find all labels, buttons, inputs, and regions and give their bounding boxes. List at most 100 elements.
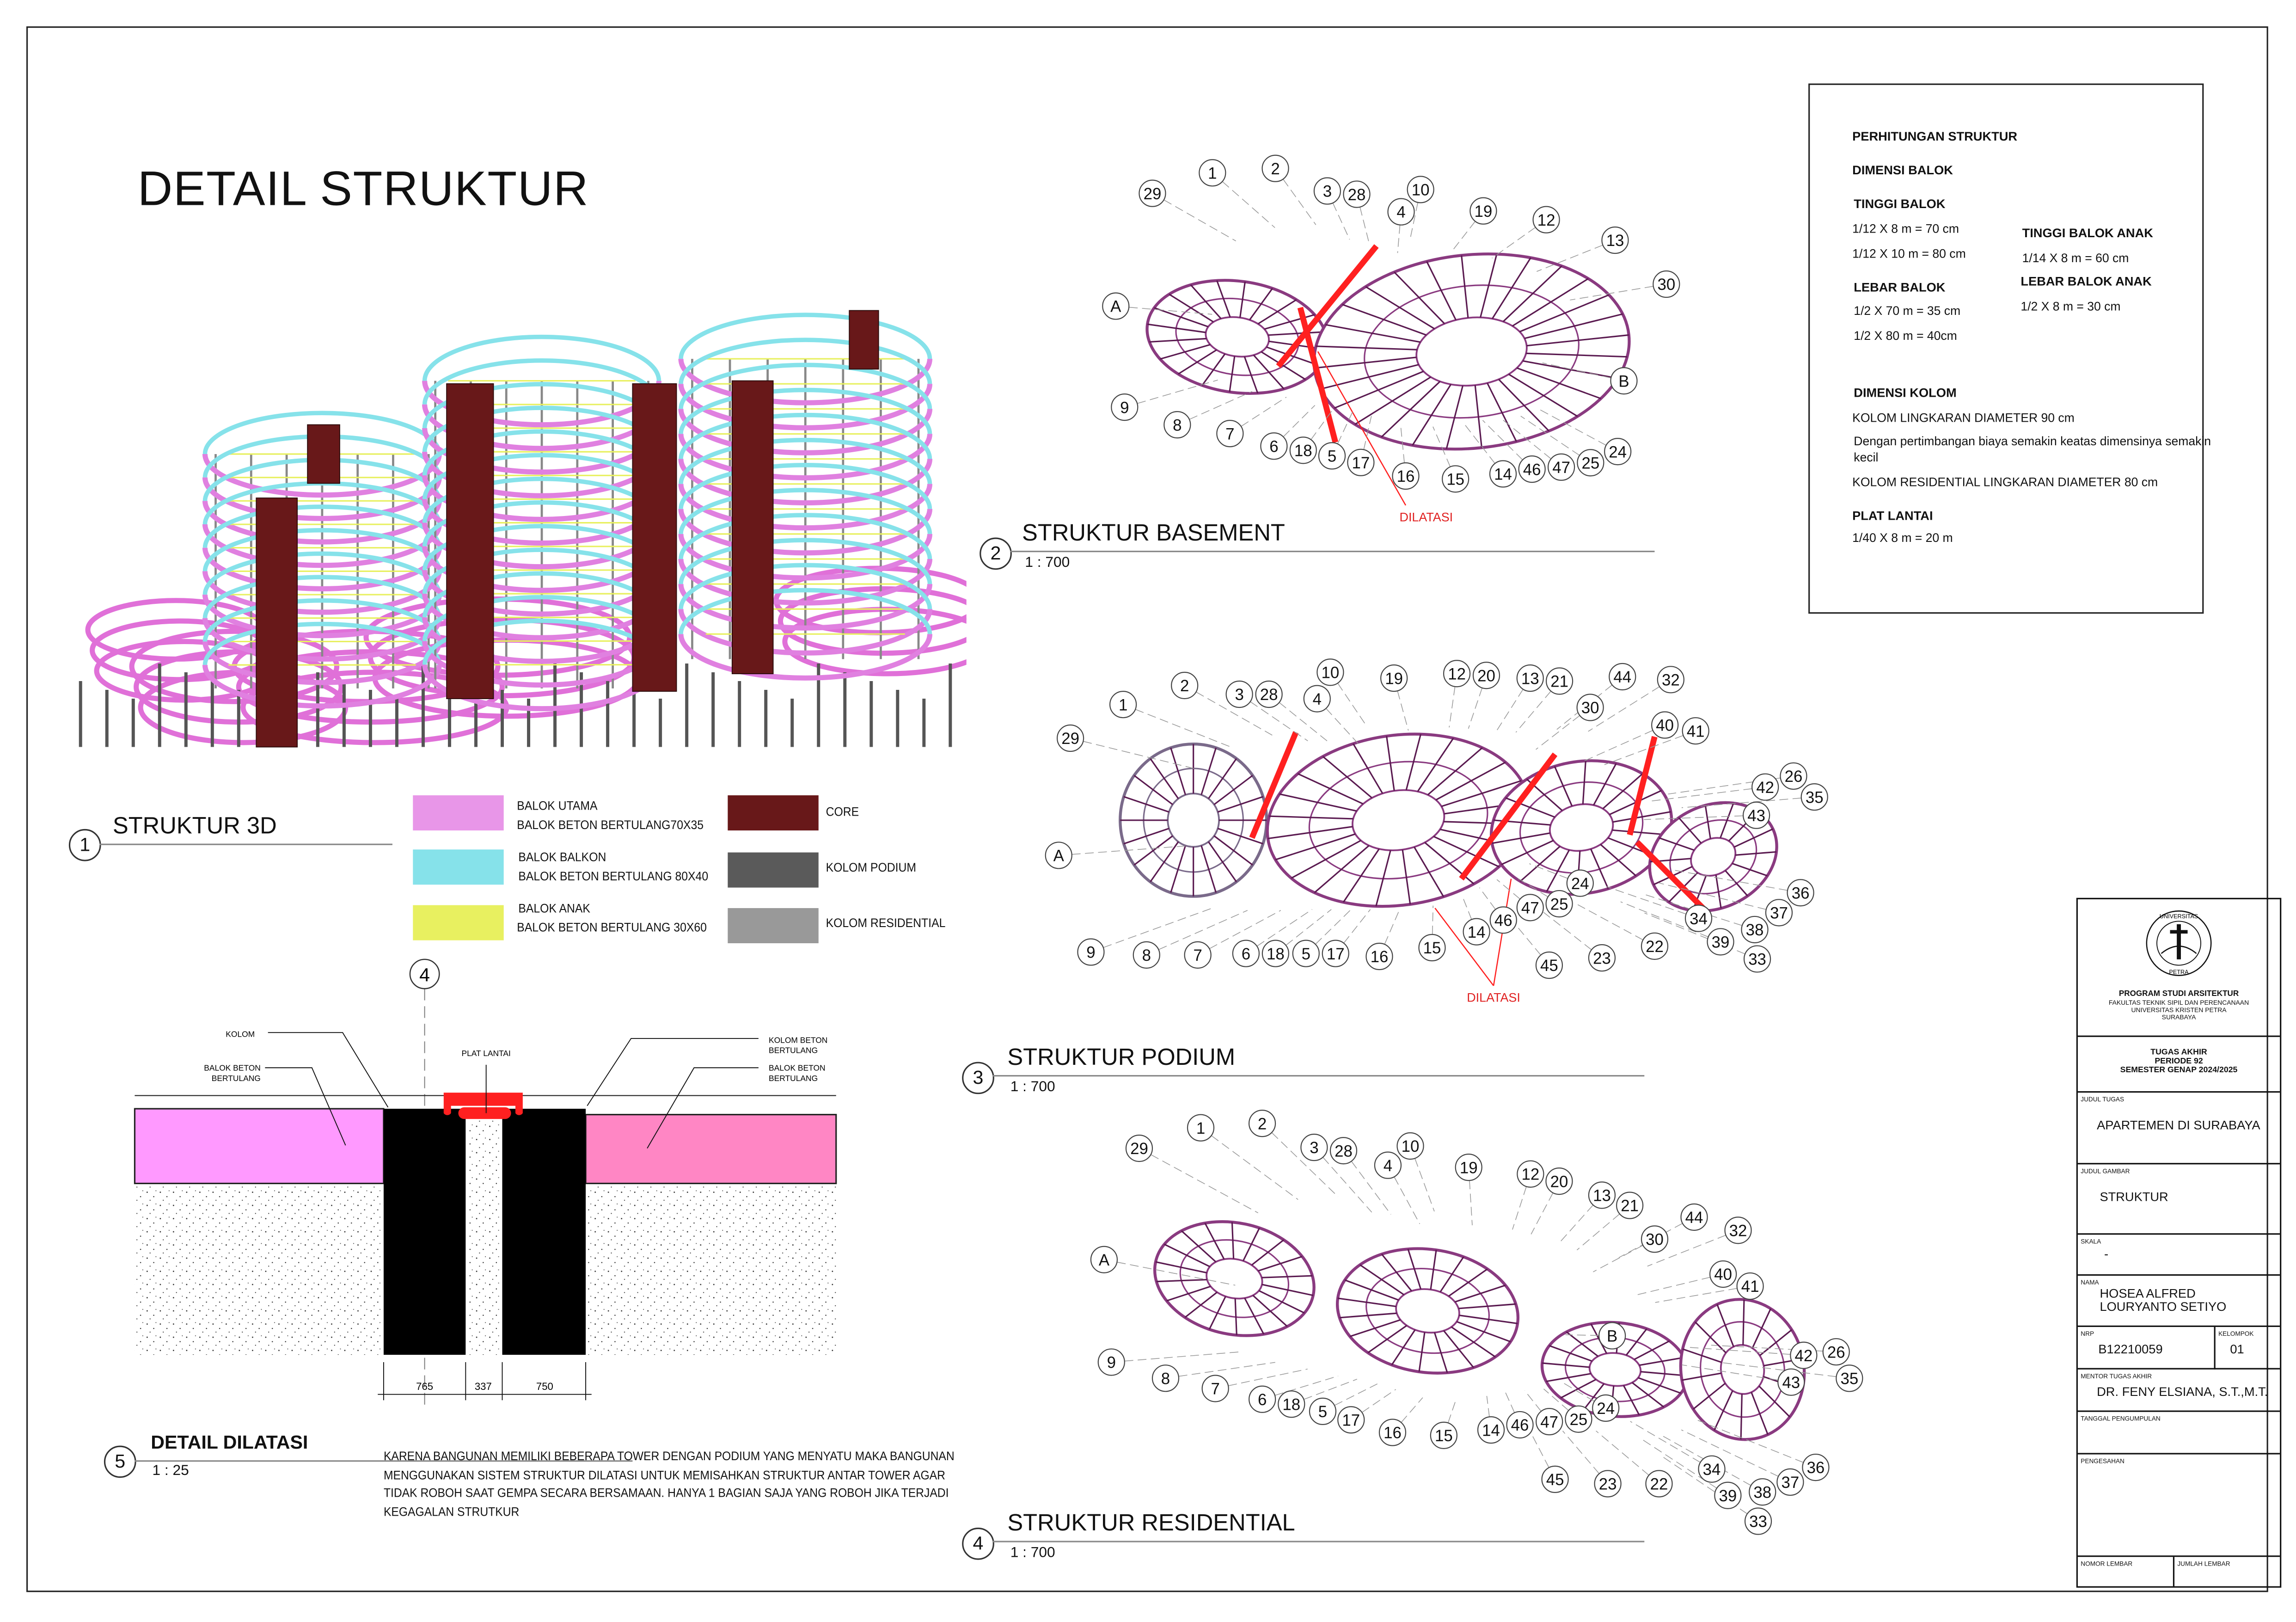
label-kolom-right: BERTULANG	[769, 1046, 818, 1055]
grid-label: B	[1618, 372, 1629, 390]
plan-beam	[1631, 1382, 1665, 1408]
grid-bubble	[1216, 420, 1244, 448]
plan-beam	[1342, 848, 1380, 903]
grid-line	[1291, 1379, 1358, 1405]
plan-beam	[1160, 344, 1211, 360]
section-scale: 1 : 700	[1025, 555, 1070, 571]
tb-skala: SKALA -	[2077, 1235, 2280, 1276]
grid-bubble	[1255, 680, 1283, 708]
grid-label: 4	[1313, 690, 1322, 708]
field-label: JUDUL TUGAS	[2081, 1095, 2125, 1103]
grid-bubble	[1261, 940, 1290, 967]
grid-bubble	[1641, 1225, 1669, 1253]
plan-beam	[1516, 367, 1601, 399]
dimension-765: 765	[416, 1381, 433, 1392]
plan-beam	[1147, 323, 1206, 333]
plan-beam	[1732, 862, 1768, 877]
calc-value: 1/12 X 10 m = 80 cm	[1852, 246, 1966, 261]
plan-beam	[1524, 313, 1623, 339]
grid-line	[1463, 423, 1504, 474]
kelompok-value: 01	[2230, 1341, 2244, 1357]
grid-bubble	[1313, 177, 1341, 205]
calc-value: 1/12 X 8 m = 70 cm	[1852, 221, 1959, 236]
plan-beam	[1443, 1330, 1475, 1368]
grid-label: 30	[1657, 276, 1675, 294]
plan-beam	[1325, 324, 1421, 343]
plan-beam	[1367, 1325, 1408, 1353]
plan-beam	[1412, 384, 1452, 446]
plan-beam	[1487, 382, 1517, 442]
grid-line	[1584, 725, 1665, 762]
grid-label: 2	[1258, 1115, 1267, 1133]
plan-beam	[1359, 1264, 1405, 1296]
grid-bubble	[1565, 1405, 1592, 1433]
core-wall	[256, 498, 298, 748]
grid-bubble	[1604, 437, 1632, 466]
grid-line	[1588, 679, 1671, 732]
grid-label: 23	[1599, 1475, 1617, 1493]
grid-line	[1262, 1123, 1339, 1197]
dilatasi-joint-line	[1459, 752, 1558, 881]
judul-tugas-value: APARTEMEN DI SURABAYA	[2097, 1117, 2260, 1132]
residential-block-2	[1335, 1247, 1520, 1375]
grid-label: 28	[1260, 686, 1278, 704]
plan-beam	[1715, 874, 1722, 909]
grid-label: 23	[1593, 949, 1611, 967]
plan-beam	[1244, 1297, 1265, 1335]
dilatasi-joint-line	[1249, 731, 1299, 839]
grid-bubble	[1097, 1348, 1125, 1376]
grid-bubble	[1518, 455, 1546, 483]
sheet-border	[26, 26, 2268, 1592]
plan-beam	[1150, 841, 1179, 883]
grid-bubble	[1651, 711, 1679, 739]
grid-bubble	[1610, 367, 1638, 395]
plan-beam	[1266, 346, 1321, 367]
plan-beam	[1751, 1392, 1769, 1435]
balok-utama	[678, 409, 933, 455]
grid-line	[1492, 219, 1547, 258]
dilatasi-label: DILATASI	[1400, 510, 1453, 524]
plan-beam	[1391, 1329, 1416, 1365]
plan-beam	[1365, 286, 1435, 330]
plan-beam	[1234, 1298, 1237, 1335]
grid-line	[1644, 815, 1757, 820]
calc-heading: TINGGI BALOK	[1854, 196, 1946, 211]
plan-beam	[1249, 288, 1274, 320]
plan-outline	[1153, 1220, 1316, 1337]
section-scale: 1 : 700	[1010, 1545, 1055, 1561]
grid-label: 16	[1397, 467, 1415, 485]
balok-utama	[678, 358, 933, 406]
calc-heading: TINGGI BALOK ANAK	[2022, 225, 2153, 240]
balok-balkon	[679, 588, 932, 634]
grid-line	[1115, 306, 1212, 315]
grid-bubble	[1680, 1203, 1708, 1231]
section-number-2: 2	[980, 537, 1012, 570]
grid-bubble	[1489, 906, 1517, 934]
section-number-4: 4	[962, 1527, 994, 1560]
grid-label: 21	[1621, 1197, 1639, 1215]
grid-line	[1152, 193, 1237, 241]
plan-beam	[1200, 845, 1217, 893]
grid-bubble	[1517, 1160, 1544, 1188]
grid-label: 39	[1719, 1487, 1737, 1505]
grid-bubble	[1300, 1133, 1328, 1161]
plan-beam	[1268, 331, 1325, 336]
plan-beam	[1600, 844, 1637, 877]
field-label: JUMLAH LEMBAR	[2177, 1560, 2230, 1567]
grid-label: A	[1099, 1251, 1110, 1269]
grid-label: 6	[1269, 437, 1278, 455]
grid-bubble	[1566, 869, 1594, 897]
dilatasi-leader	[1317, 351, 1407, 506]
grid-label: 41	[1687, 722, 1705, 740]
city-name: SURABAYA	[2161, 1014, 2196, 1021]
grid-line	[1529, 863, 1580, 884]
plan-beam	[1634, 1340, 1670, 1360]
grid-line	[1538, 408, 1618, 452]
plan-beam	[1508, 373, 1578, 417]
plan-beam	[1314, 356, 1417, 369]
grid-bubble	[1260, 432, 1288, 460]
grid-label: 3	[1235, 686, 1243, 704]
grid-bubble	[1418, 934, 1446, 962]
grid-bubble	[1682, 717, 1709, 745]
grid-line	[1562, 1431, 1608, 1484]
